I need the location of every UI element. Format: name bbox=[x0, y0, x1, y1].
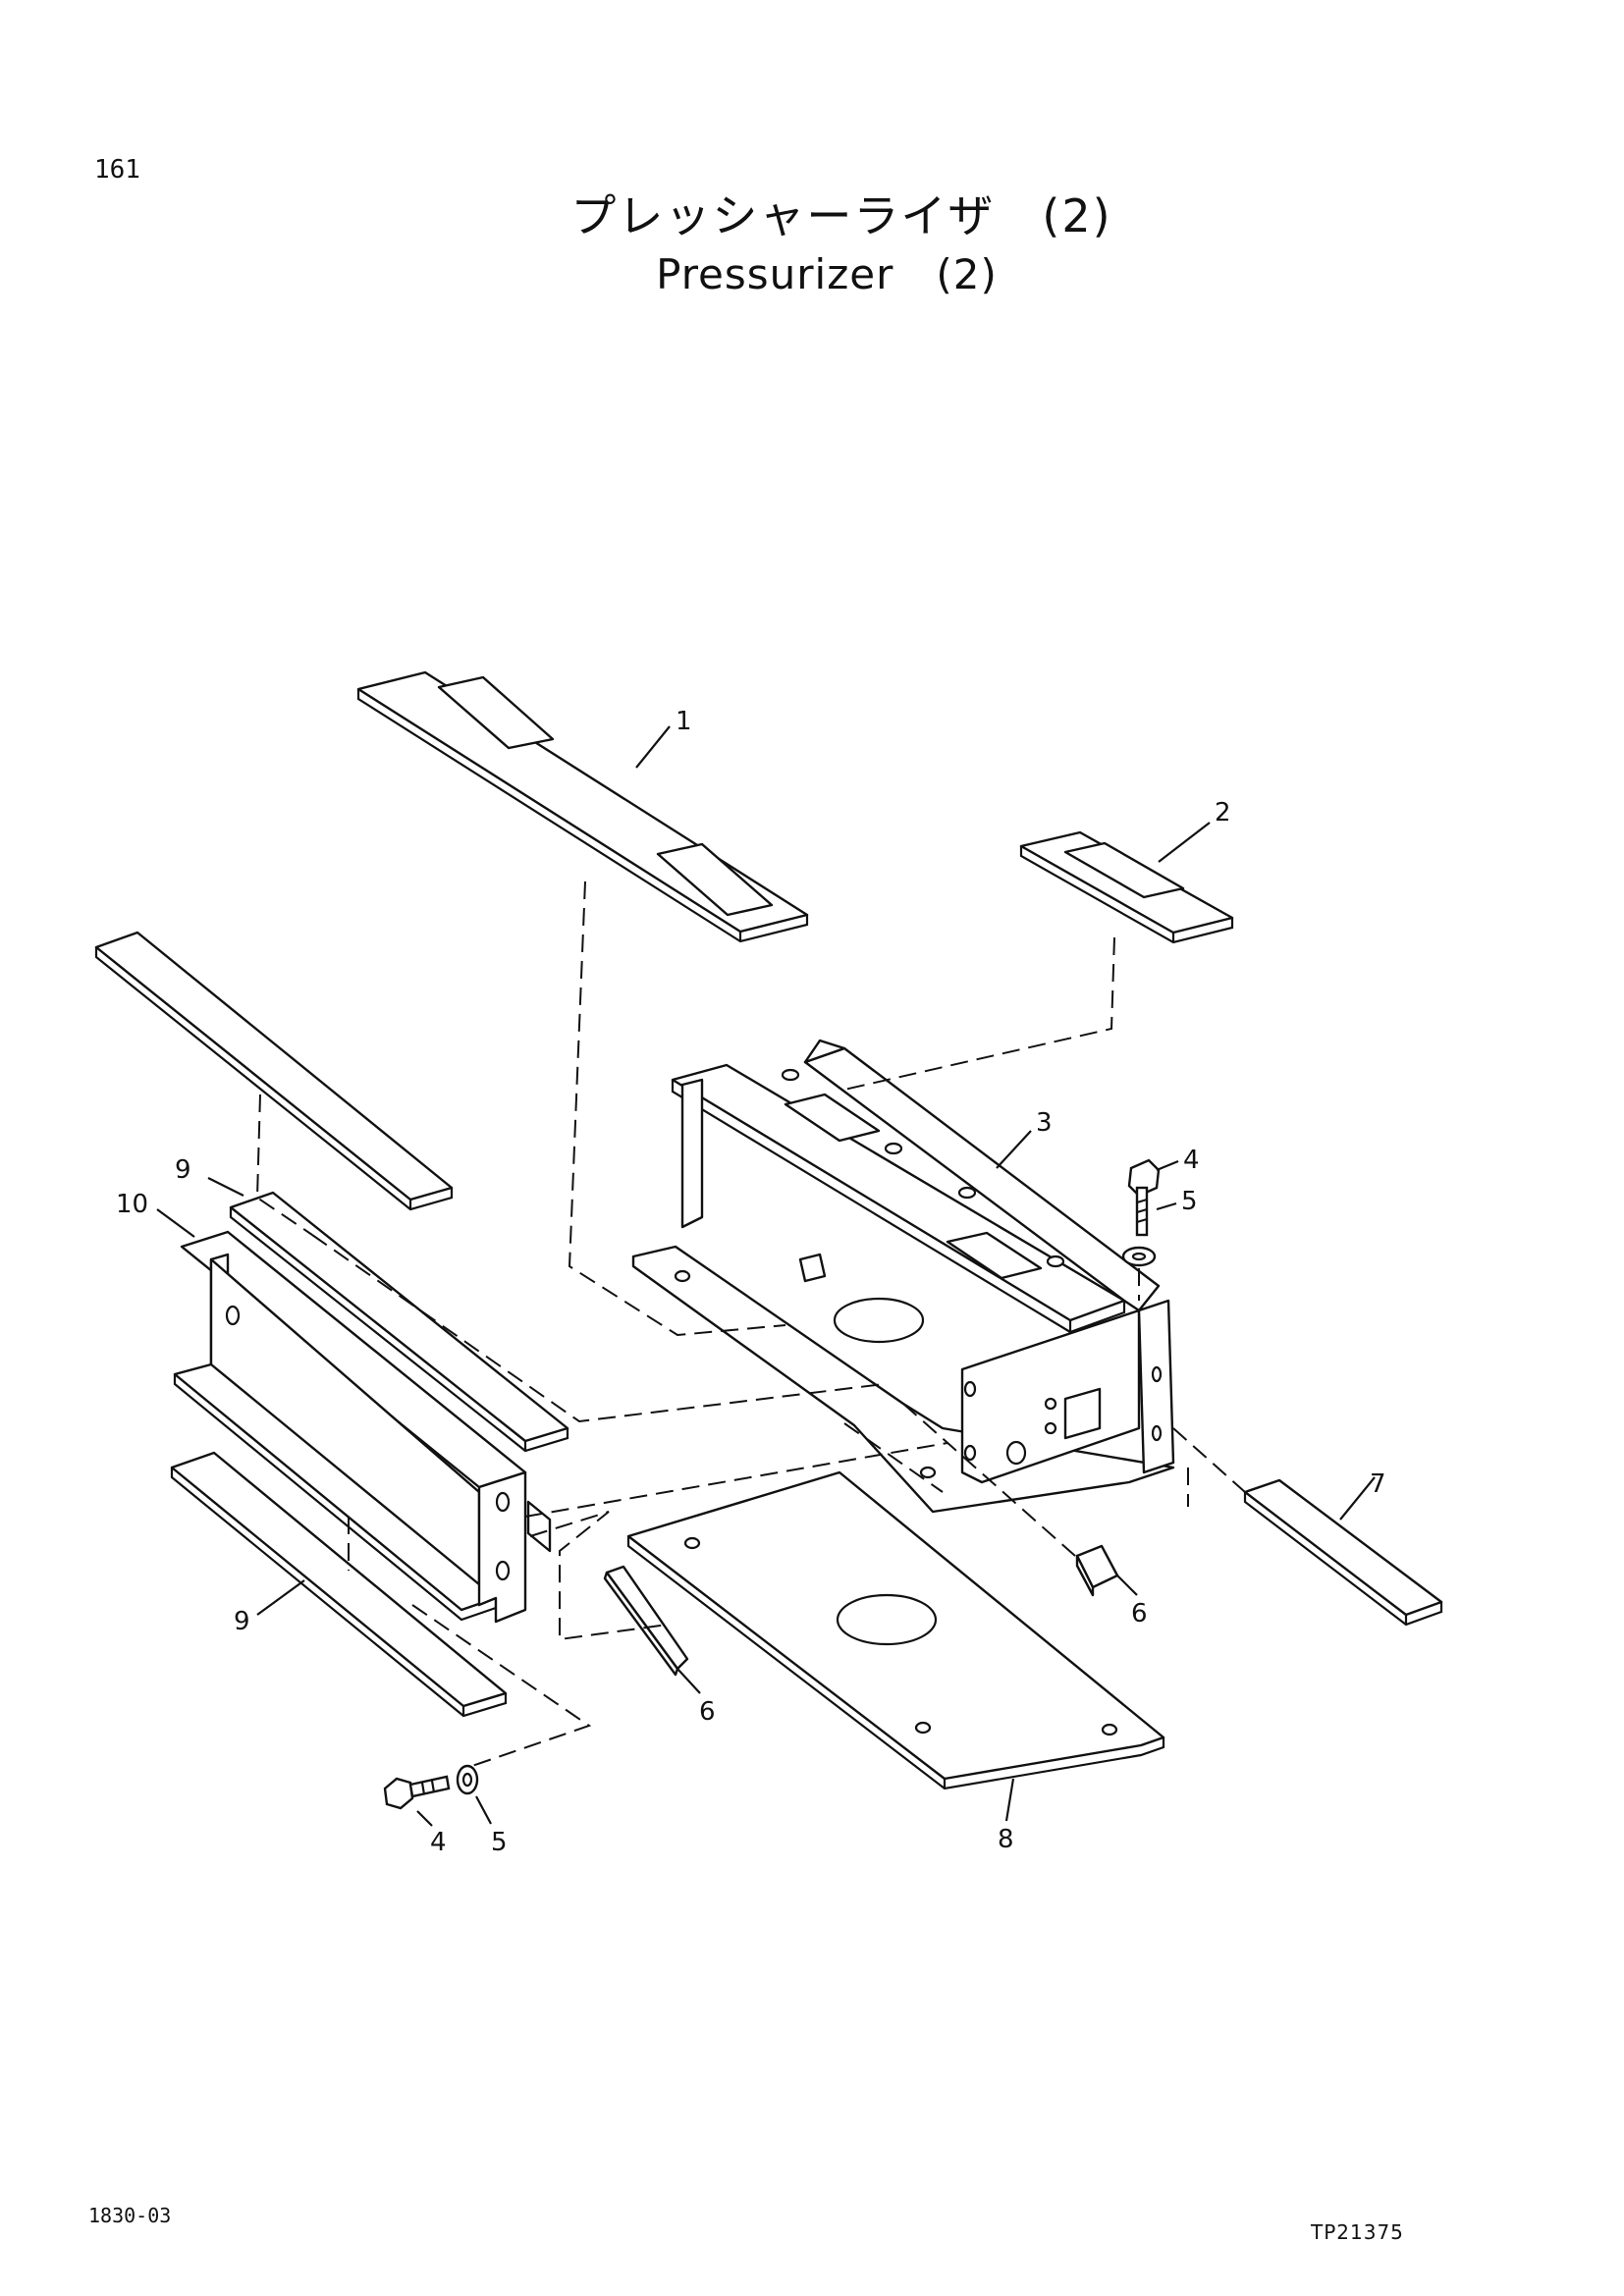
footer-drawing-code: 1830-03 bbox=[88, 2204, 172, 2227]
part-7-strip bbox=[1243, 1478, 1443, 1627]
callout-6-right: 6 bbox=[1131, 1599, 1148, 1629]
part-long-strip-upper bbox=[94, 931, 454, 1211]
callout-2: 2 bbox=[1215, 798, 1231, 828]
callout-5-upper: 5 bbox=[1181, 1187, 1198, 1216]
callout-10: 10 bbox=[116, 1190, 148, 1219]
part-3-housing bbox=[631, 1039, 1175, 1514]
assembly-guide-lines bbox=[255, 881, 1246, 1768]
part-6-spacer-right bbox=[1075, 1544, 1119, 1597]
page-title-japanese: プレッシャーライザ (2) bbox=[570, 189, 1112, 242]
part-6-spacer-left bbox=[603, 1565, 689, 1677]
part-10-channel bbox=[173, 1230, 552, 1624]
callout-7: 7 bbox=[1370, 1469, 1386, 1499]
part-4-bolt-lower bbox=[383, 1775, 451, 1810]
callout-3: 3 bbox=[1036, 1108, 1053, 1138]
callout-4-upper: 4 bbox=[1183, 1146, 1200, 1175]
part-5-washer-lower bbox=[456, 1764, 479, 1795]
callout-5-lower: 5 bbox=[491, 1828, 508, 1857]
page-title-english: Pressurizer (2) bbox=[656, 250, 998, 298]
part-4-bolt-upper bbox=[1127, 1158, 1161, 1237]
part-9-lower-strip bbox=[170, 1451, 508, 1718]
callout-9-lower: 9 bbox=[234, 1607, 250, 1636]
callout-6-left: 6 bbox=[699, 1697, 716, 1727]
callout-9-upper: 9 bbox=[175, 1155, 191, 1185]
page-number: 161 bbox=[94, 155, 140, 185]
callout-leader-lines bbox=[156, 725, 1376, 1827]
part-1-top-plate bbox=[356, 670, 809, 943]
part-5-washer-upper bbox=[1121, 1246, 1157, 1267]
callout-1: 1 bbox=[676, 707, 692, 736]
part-2-gasket bbox=[1019, 830, 1234, 944]
callout-4-lower: 4 bbox=[430, 1828, 447, 1857]
footer-part-code: TP21375 bbox=[1311, 2220, 1404, 2244]
callout-8: 8 bbox=[998, 1825, 1014, 1854]
part-9-upper-strip bbox=[229, 1191, 569, 1453]
part-8-bottom-plate bbox=[626, 1470, 1165, 1790]
